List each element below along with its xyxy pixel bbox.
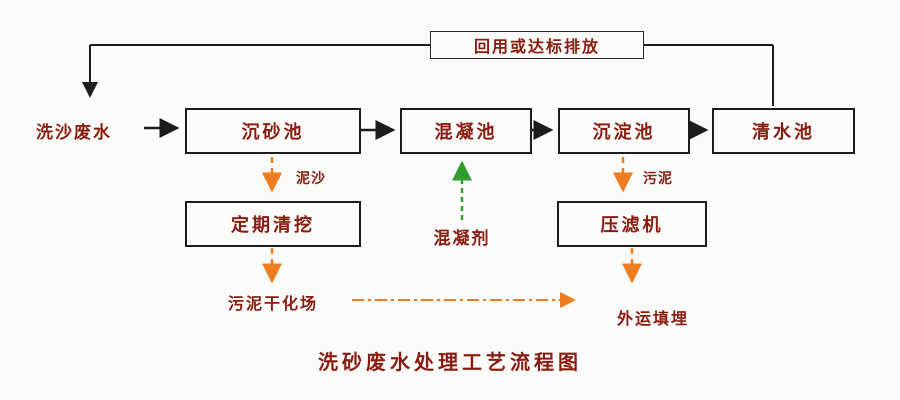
coagulant-label: 混凝剂 — [433, 229, 491, 248]
box-filter-press: 压滤机 — [557, 201, 707, 247]
influent-label: 洗沙废水 — [36, 123, 112, 142]
return-label: 回用或达标排放 — [430, 31, 644, 59]
diagram-title: 洗砂废水处理工艺流程图 — [318, 352, 582, 374]
sludge-label: 污泥 — [643, 170, 673, 186]
box-clear-water-tank: 清水池 — [712, 108, 855, 154]
box-sedimentation-tank: 沉淀池 — [558, 108, 690, 154]
drying-field-label: 污泥干化场 — [227, 296, 318, 313]
box-grit-chamber: 沉砂池 — [185, 108, 361, 154]
box-periodic-dredging: 定期清挖 — [185, 201, 361, 247]
landfill-label: 外运填埋 — [616, 311, 689, 328]
sediment-label: 泥沙 — [296, 170, 326, 186]
box-coagulation-tank: 混凝池 — [400, 108, 532, 154]
